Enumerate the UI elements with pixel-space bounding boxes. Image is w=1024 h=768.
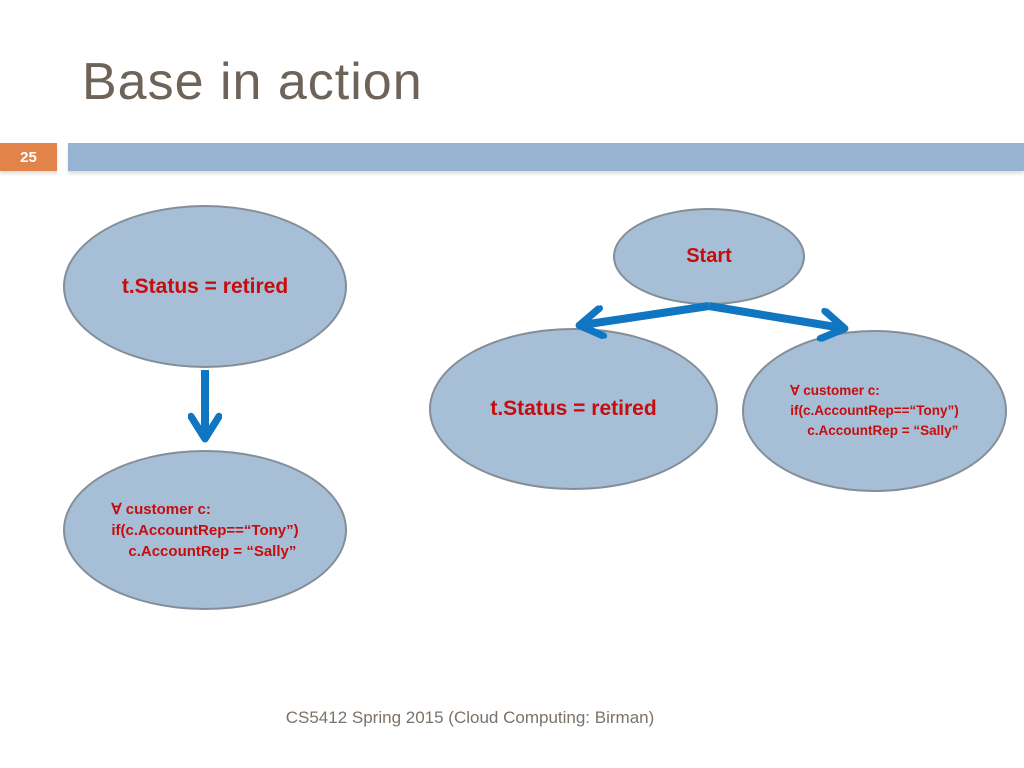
slide-title: Base in action (82, 53, 423, 111)
node-right-action-line3: c.AccountRep = “Sally” (807, 423, 959, 439)
node-left-action-line3: c.AccountRep = “Sally” (128, 542, 297, 560)
node-left-action-line2: if(c.AccountRep==“Tony”) (111, 521, 299, 539)
node-right-action-line2: if(c.AccountRep==“Tony”) (790, 402, 959, 418)
node-right-condition-label: t.Status = retired (490, 397, 657, 420)
node-right-action: ∀ customer c: if(c.AccountRep==“Tony”) c… (742, 330, 1007, 492)
node-left-action: ∀ customer c: if(c.AccountRep==“Tony”) c… (63, 450, 347, 610)
footer-text: CS5412 Spring 2015 (Cloud Computing: Bir… (285, 708, 655, 727)
node-right-condition: t.Status = retired (429, 328, 718, 490)
node-left-condition: t.Status = retired (63, 205, 347, 368)
arrow-start-to-action (708, 302, 842, 328)
node-right-action-line1: ∀ customer c: (790, 382, 880, 398)
arrow-start-to-condition (582, 302, 710, 325)
node-right-action-text: ∀ customer c: if(c.AccountRep==“Tony”) c… (790, 381, 959, 442)
node-start: Start (613, 208, 805, 305)
node-left-action-text: ∀ customer c: if(c.AccountRep==“Tony”) c… (111, 499, 298, 562)
node-start-label: Start (686, 245, 732, 267)
node-left-condition-label: t.Status = retired (121, 274, 289, 298)
node-left-action-line1: ∀ customer c: (111, 500, 211, 518)
page-number-badge: 25 (0, 143, 57, 171)
header-accent-bar (68, 143, 1024, 171)
